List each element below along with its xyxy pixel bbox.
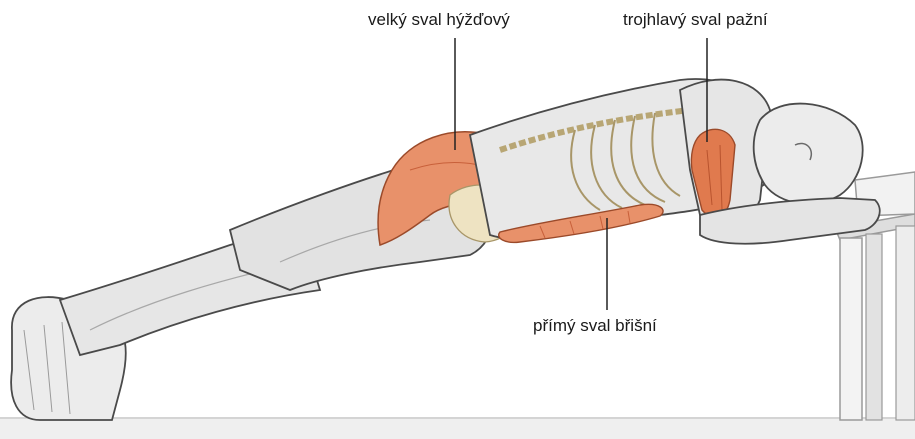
plank-figure-illustration [11,79,880,420]
head [754,104,863,204]
label-triceps-brachii: trojhlavý sval pažní [623,10,768,30]
label-rectus-abdominis: přímý sval břišní [533,316,657,336]
label-gluteus-maximus: velký sval hýžďový [368,10,510,30]
floor [0,418,915,439]
